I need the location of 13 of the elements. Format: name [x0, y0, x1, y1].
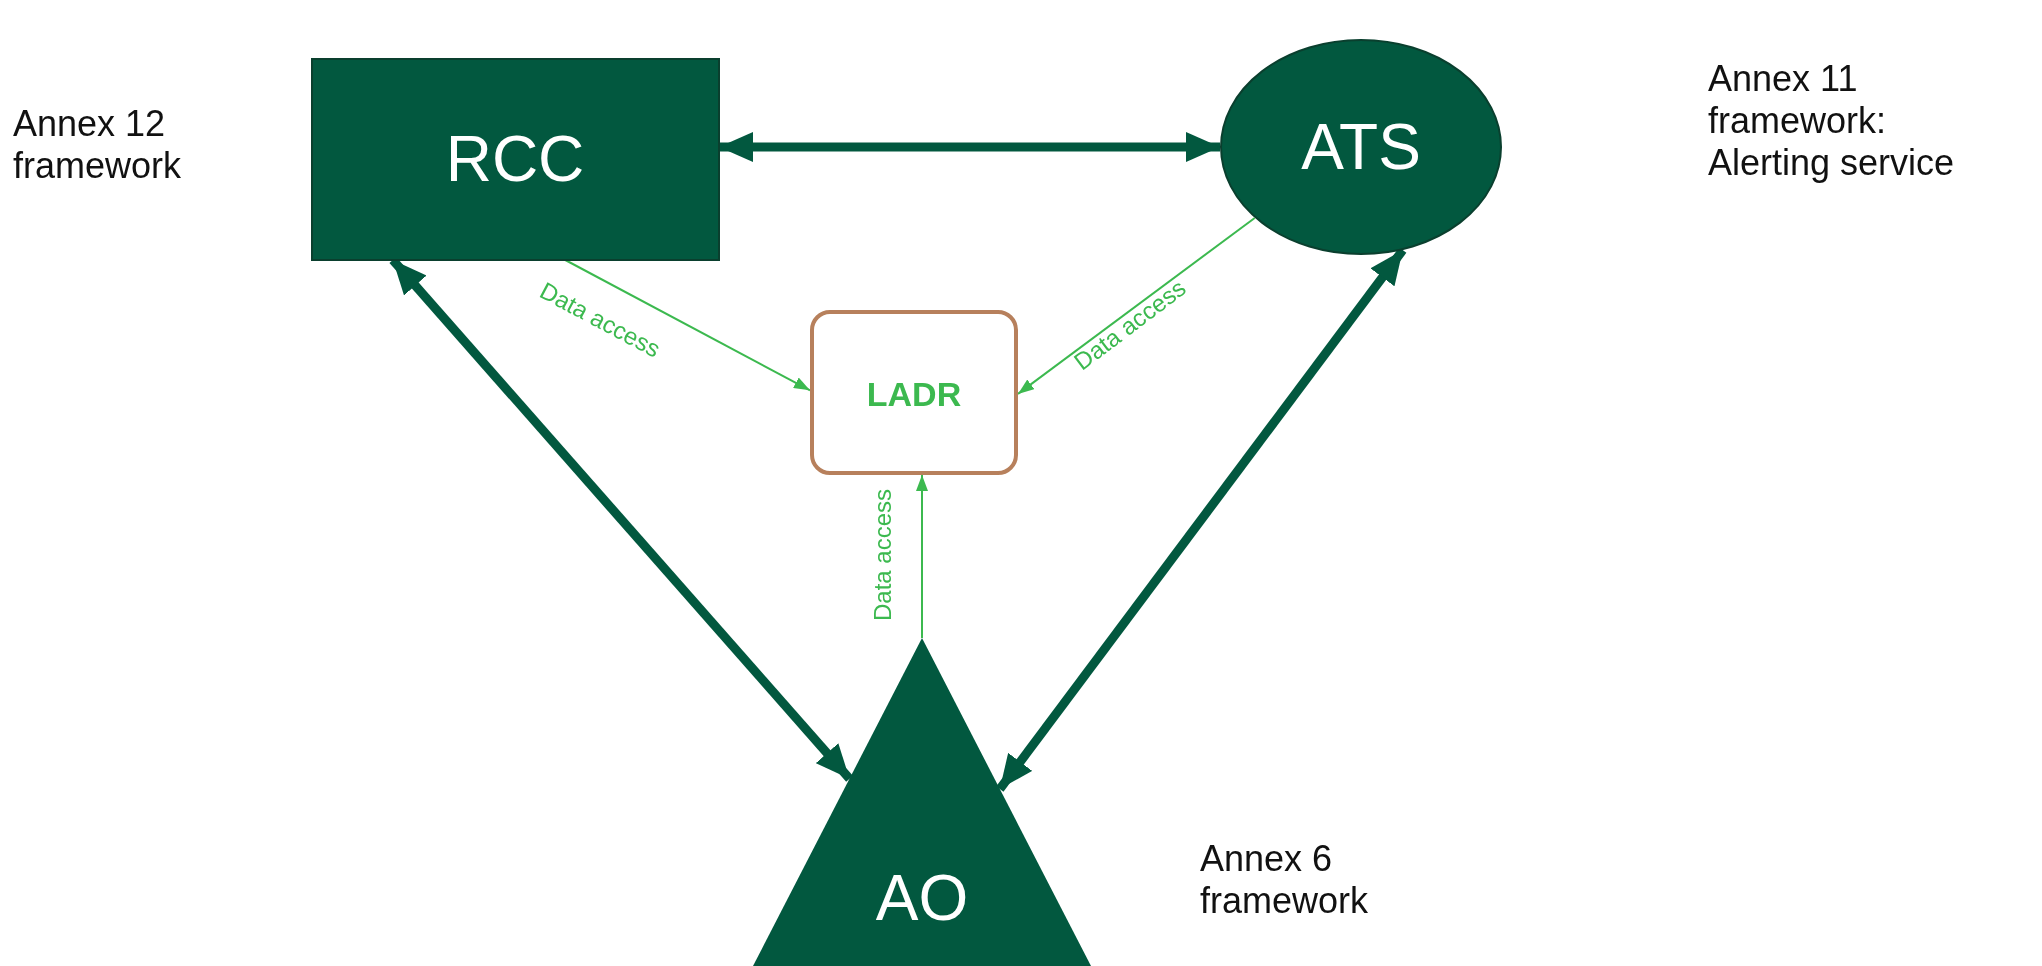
arrow: [564, 259, 811, 392]
annotation-text: Annex 12 framework: [13, 103, 183, 188]
node-label: LADR: [866, 374, 962, 414]
arrow: [916, 474, 928, 639]
node-label: RCC: [445, 122, 585, 196]
arrow: [1017, 216, 1256, 395]
node-label: ATS: [1301, 110, 1421, 184]
edge-label: Data access: [869, 488, 898, 622]
annotation-text: Annex 11 framework: Alerting service: [1708, 58, 1956, 185]
arrow: [719, 132, 1220, 162]
arrow: [996, 247, 1407, 792]
node-label: AO: [875, 861, 969, 935]
annotation-text: Annex 6 framework: [1200, 838, 1370, 923]
